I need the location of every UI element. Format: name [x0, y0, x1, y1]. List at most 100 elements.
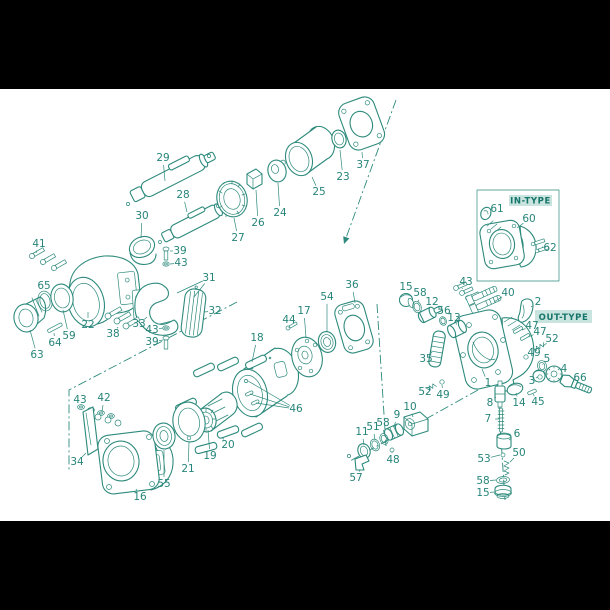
part-number-47: 47	[525, 320, 538, 332]
part-57-lever-clip	[347, 454, 370, 471]
part-number-27: 27	[231, 232, 244, 244]
part-48-ball	[389, 447, 395, 453]
out-type-chip	[535, 310, 592, 323]
part-50-spring	[503, 460, 510, 476]
part-38-screws	[104, 306, 141, 330]
part-number-44: 44	[282, 314, 296, 326]
leader-line	[455, 322, 457, 325]
leader-line	[352, 291, 356, 304]
part-16-clutch-housing	[97, 430, 174, 495]
leader-line	[176, 280, 203, 294]
leader-line	[493, 296, 503, 303]
part-number-29: 29	[156, 152, 169, 164]
leader-line	[140, 222, 143, 239]
part-number-46: 46	[289, 403, 303, 415]
part-number-49: 49	[527, 347, 540, 359]
out-type-label: OUT-TYPE	[539, 313, 589, 323]
part-number-20: 20	[221, 439, 234, 451]
leader-line	[489, 212, 492, 214]
leader-line	[135, 488, 138, 491]
leader-line	[532, 393, 535, 397]
part-33-throttle-bracket	[131, 282, 179, 336]
part-52-spring-upper	[532, 342, 544, 351]
part-30-bushing	[128, 235, 157, 265]
leader-line	[101, 404, 104, 413]
part-number-58: 58	[476, 475, 489, 487]
leader-line	[508, 437, 512, 441]
part-number-65: 65	[37, 280, 50, 292]
leader-line	[362, 438, 365, 446]
leader-line	[411, 413, 414, 418]
part-number-39: 39	[173, 245, 186, 257]
part-number-1: 1	[485, 377, 492, 389]
part-number-30: 30	[135, 210, 148, 222]
leader-line	[187, 441, 190, 463]
part-number-6: 6	[514, 428, 521, 440]
part-number-58: 58	[413, 287, 426, 299]
part-number-58: 58	[376, 417, 389, 429]
assembly-arrow	[343, 236, 350, 244]
part-60-in-type-housing	[479, 219, 537, 270]
leader-line	[527, 334, 534, 338]
part-number-25: 25	[312, 186, 325, 198]
part-number-33: 33	[132, 318, 145, 330]
part-9-bushing	[383, 423, 405, 441]
part-number-50: 50	[512, 447, 525, 459]
part-39-43-screw-washer-top	[162, 246, 170, 267]
leader-line	[489, 479, 497, 481]
part-4-regulator-dial	[545, 365, 563, 383]
leader-line	[29, 329, 36, 349]
part-45-pin	[527, 388, 537, 396]
part-number-2: 2	[535, 296, 542, 308]
part-66-inlet-bolt	[559, 374, 593, 394]
part-number-47: 47	[533, 326, 546, 338]
part-number-36: 36	[345, 279, 359, 291]
leader-line	[144, 316, 148, 320]
part-number-11: 11	[355, 426, 368, 438]
part-number-31: 31	[202, 272, 215, 284]
leader-line	[207, 429, 210, 450]
leader-line	[62, 309, 68, 330]
part-number-37: 37	[356, 159, 369, 171]
part-number-28: 28	[176, 189, 189, 201]
part-37-gasket	[338, 96, 386, 151]
part-number-38: 38	[106, 328, 119, 340]
part-number-49: 49	[436, 389, 449, 401]
part-number-51: 51	[366, 421, 379, 433]
leader-line	[542, 343, 547, 347]
part-23-oring	[331, 129, 347, 149]
part-number-43: 43	[174, 257, 187, 269]
part-24-washer-plate	[267, 159, 287, 183]
part-number-10: 10	[403, 401, 416, 413]
part-47-pins	[512, 326, 531, 341]
leader-line	[304, 317, 307, 339]
inset-border	[476, 189, 560, 282]
part-49-ball-upper	[523, 354, 529, 360]
part-number-39: 39	[145, 336, 158, 348]
leader-line	[163, 164, 166, 182]
part-36-gasket	[334, 300, 374, 354]
part-number-17: 17	[297, 305, 310, 317]
part-1-main-housing	[453, 309, 535, 392]
part-59-ring	[50, 283, 74, 313]
leader-line	[339, 149, 343, 171]
part-number-45: 45	[531, 396, 544, 408]
part-number-21: 21	[181, 463, 194, 475]
part-number-63: 63	[30, 349, 43, 361]
part-number-40: 40	[501, 287, 514, 299]
part-55-bearing	[152, 422, 176, 450]
part-number-41: 41	[32, 238, 45, 250]
part-number-52: 52	[418, 386, 431, 398]
in-type-inset: IN-TYPE	[476, 189, 560, 282]
letterbox-bottom	[0, 521, 610, 610]
leader-line	[255, 402, 290, 409]
leader-line	[247, 380, 291, 406]
part-number-16: 16	[133, 491, 147, 503]
part-number-15: 15	[399, 281, 412, 293]
leader-line	[535, 376, 538, 379]
part-52-spring-lower	[425, 383, 437, 391]
leader-line	[35, 250, 38, 254]
